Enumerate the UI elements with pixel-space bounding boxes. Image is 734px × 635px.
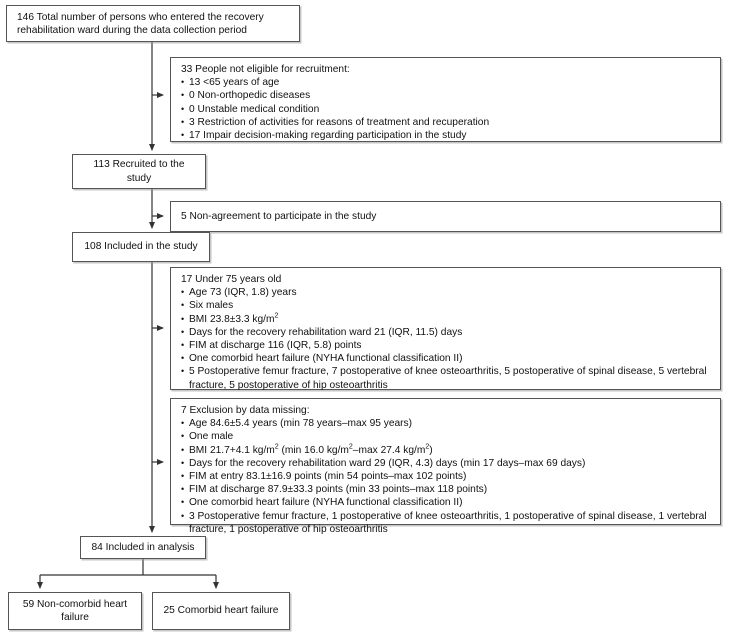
list-item: BMI 23.8±3.3 kg/m2 [181,312,712,326]
list-item: One comorbid heart failure (NYHA functio… [181,496,712,509]
list-item: Age 73 (IQR, 1.8) years [181,286,712,299]
list-item: 13 <65 years of age [181,76,712,89]
box-included-study-text: 108 Included in the study [84,241,198,253]
list-item: FIM at entry 83.1±16.9 points (min 54 po… [181,470,712,483]
list-item: One comorbid heart failure (NYHA functio… [181,352,712,365]
box-total-entered: 146 Total number of persons who entered … [6,5,300,42]
box-under-75-heading: 17 Under 75 years old [181,274,282,285]
box-recruited-line2: study [126,172,152,184]
box-exclusion-list: Age 84.6±5.4 years (min 78 years–max 95 … [181,417,712,536]
list-item: 17 Impair decision-making regarding part… [181,129,712,142]
box-recruited-line1: 113 Recruited to the [93,159,185,171]
box-comorbid-text: 25 Comorbid heart failure [163,605,279,617]
box-not-eligible: 33 People not eligible for recruitment: … [170,57,721,142]
list-item: Days for the recovery rehabilitation war… [181,457,712,470]
box-non-agreement-text: 5 Non-agreement to participate in the st… [181,210,377,222]
box-comorbid-heart-failure: 25 Comorbid heart failure [152,592,290,630]
list-item: Six males [181,299,712,312]
list-item: 0 Non-orthopedic diseases [181,89,712,102]
box-non-comorbid-heart-failure: 59 Non-comorbid heart failure [8,592,142,630]
box-exclusion-data-missing: 7 Exclusion by data missing: Age 84.6±5.… [170,398,721,535]
box-total-entered-text: 146 Total number of persons who entered … [17,12,264,37]
list-item: Days for the recovery rehabilitation war… [181,326,712,339]
box-exclusion-heading: 7 Exclusion by data missing: [181,405,310,416]
list-item: FIM at discharge 116 (IQR, 5.8) points [181,339,712,352]
box-non-comorbid-line2: failure [61,612,89,623]
box-under-75-list: Age 73 (IQR, 1.8) years Six males BMI 23… [181,286,712,392]
list-item: Age 84.6±5.4 years (min 78 years–max 95 … [181,417,712,430]
box-recruited: 113 Recruited to the study [72,154,206,189]
list-item: FIM at discharge 87.9±33.3 points (min 3… [181,483,712,496]
list-item: 3 Restriction of activities for reasons … [181,116,712,129]
box-included-analysis-text: 84 Included in analysis [91,541,195,553]
list-item: 5 Postoperative femur fracture, 7 postop… [181,365,712,391]
box-not-eligible-list: 13 <65 years of age 0 Non-orthopedic dis… [181,76,712,142]
list-item: 0 Unstable medical condition [181,103,712,116]
list-item: BMI 21.7+4.1 kg/m2 (min 16.0 kg/m2–max 2… [181,443,712,457]
box-not-eligible-heading: 33 People not eligible for recruitment: [181,64,350,75]
box-included-study: 108 Included in the study [72,232,210,262]
box-non-comorbid-line1: 59 Non-comorbid heart [22,598,128,610]
box-under-75: 17 Under 75 years old Age 73 (IQR, 1.8) … [170,267,721,392]
box-included-analysis: 84 Included in analysis [80,536,206,559]
list-item: One male [181,430,712,443]
box-non-agreement: 5 Non-agreement to participate in the st… [170,201,721,232]
list-item: 3 Postoperative femur fracture, 1 postop… [181,510,712,536]
